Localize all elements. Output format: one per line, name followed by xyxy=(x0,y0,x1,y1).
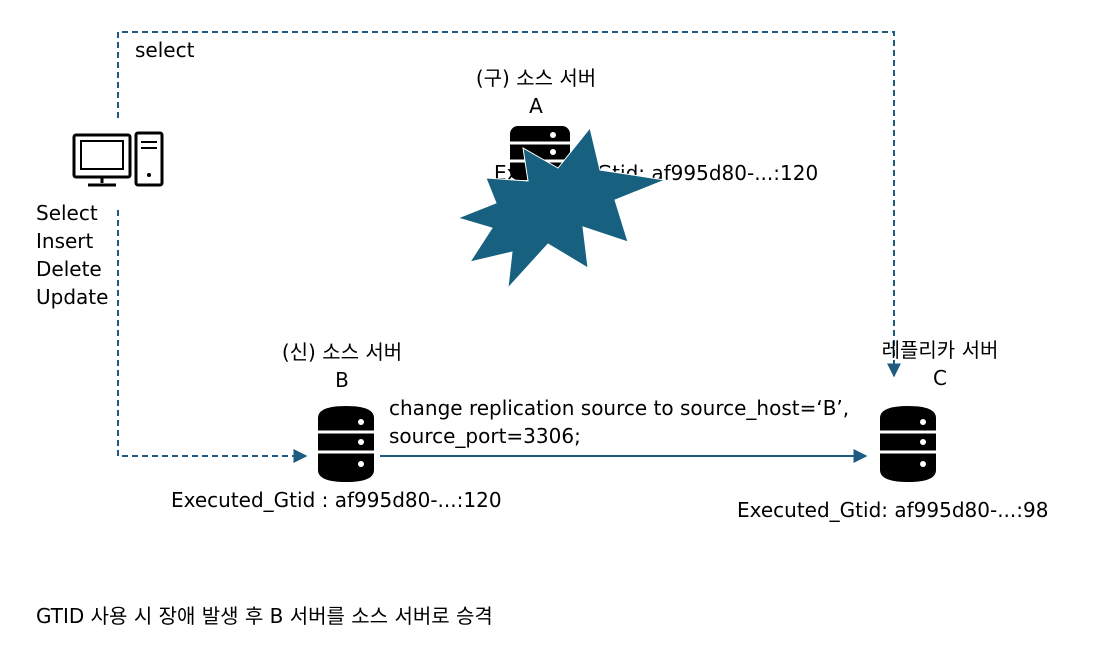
select-path-label: select xyxy=(135,38,195,62)
select-path-arrow xyxy=(117,31,901,378)
operation-update: Update xyxy=(36,285,109,309)
server-b-database-icon xyxy=(318,406,374,482)
operation-select: Select xyxy=(36,201,98,225)
replication-command-line1: change replication source to source_host… xyxy=(389,396,850,420)
server-c-gtid: Executed_Gtid: af995d80-...:98 xyxy=(737,498,1049,522)
server-c-title: 레플리카 서버 xyxy=(881,338,999,362)
operation-insert: Insert xyxy=(36,229,94,253)
computer-icon xyxy=(72,131,164,187)
server-a-title: (구) 소스 서버 xyxy=(475,66,597,90)
server-a-letter: A xyxy=(529,94,543,118)
server-c-database-icon xyxy=(880,406,936,482)
replication-command-line2: source_port=3306; xyxy=(389,424,581,448)
diagram-caption: GTID 사용 시 장애 발생 후 B 서버를 소스 서버로 승격 xyxy=(36,604,493,628)
client-operations-list: Select Insert Delete Update xyxy=(36,199,108,311)
server-c-letter: C xyxy=(933,366,947,390)
server-b-title: (신) 소스 서버 xyxy=(281,340,403,364)
operation-delete: Delete xyxy=(36,257,102,281)
write-path-arrow xyxy=(117,210,308,463)
server-a-gtid: Executed_Gtid: af995d80-...:120 xyxy=(494,161,819,185)
server-b-letter: B xyxy=(335,368,349,392)
server-b-gtid: Executed_Gtid : af995d80-...:120 xyxy=(171,488,502,512)
